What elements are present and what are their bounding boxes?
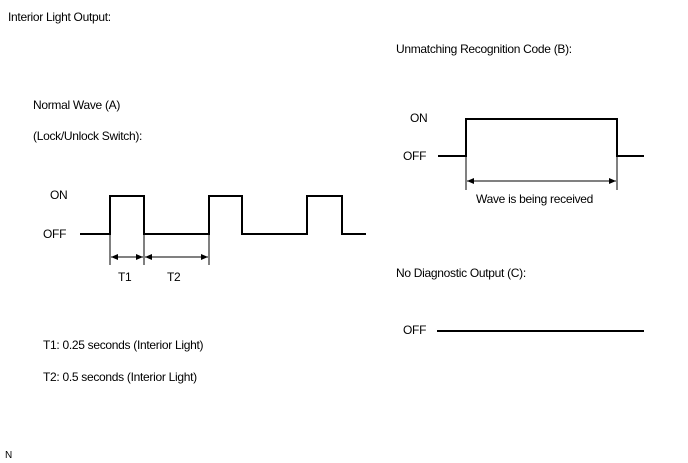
- unmatching-wave-span-label: Wave is being received: [476, 192, 594, 206]
- normal-wave-off-label: OFF: [43, 227, 67, 241]
- unmatching-wave-on-label: ON: [410, 111, 428, 125]
- page-title: Interior Light Output:: [8, 10, 111, 24]
- unmatching-wave-signal: [438, 118, 644, 157]
- normal-wave-subtitle: (Lock/Unlock Switch):: [33, 129, 143, 143]
- unmatching-wave-off-label: OFF: [403, 149, 427, 163]
- no-output-title: No Diagnostic Output (C):: [396, 266, 526, 280]
- normal-wave-signal: [80, 195, 366, 235]
- normal-wave-title: Normal Wave (A): [33, 98, 121, 112]
- normal-wave-note-t2: T2: 0.5 seconds (Interior Light): [43, 370, 197, 384]
- normal-wave-t1-label: T1: [118, 270, 132, 284]
- corner-mark: N: [5, 450, 12, 461]
- no-output-off-label: OFF: [403, 323, 427, 337]
- normal-wave-on-label: ON: [50, 188, 68, 202]
- unmatching-wave-title: Unmatching Recognition Code (B):: [396, 42, 572, 56]
- normal-wave-note-t1: T1: 0.25 seconds (Interior Light): [43, 338, 204, 352]
- normal-wave-t2-label: T2: [167, 270, 181, 284]
